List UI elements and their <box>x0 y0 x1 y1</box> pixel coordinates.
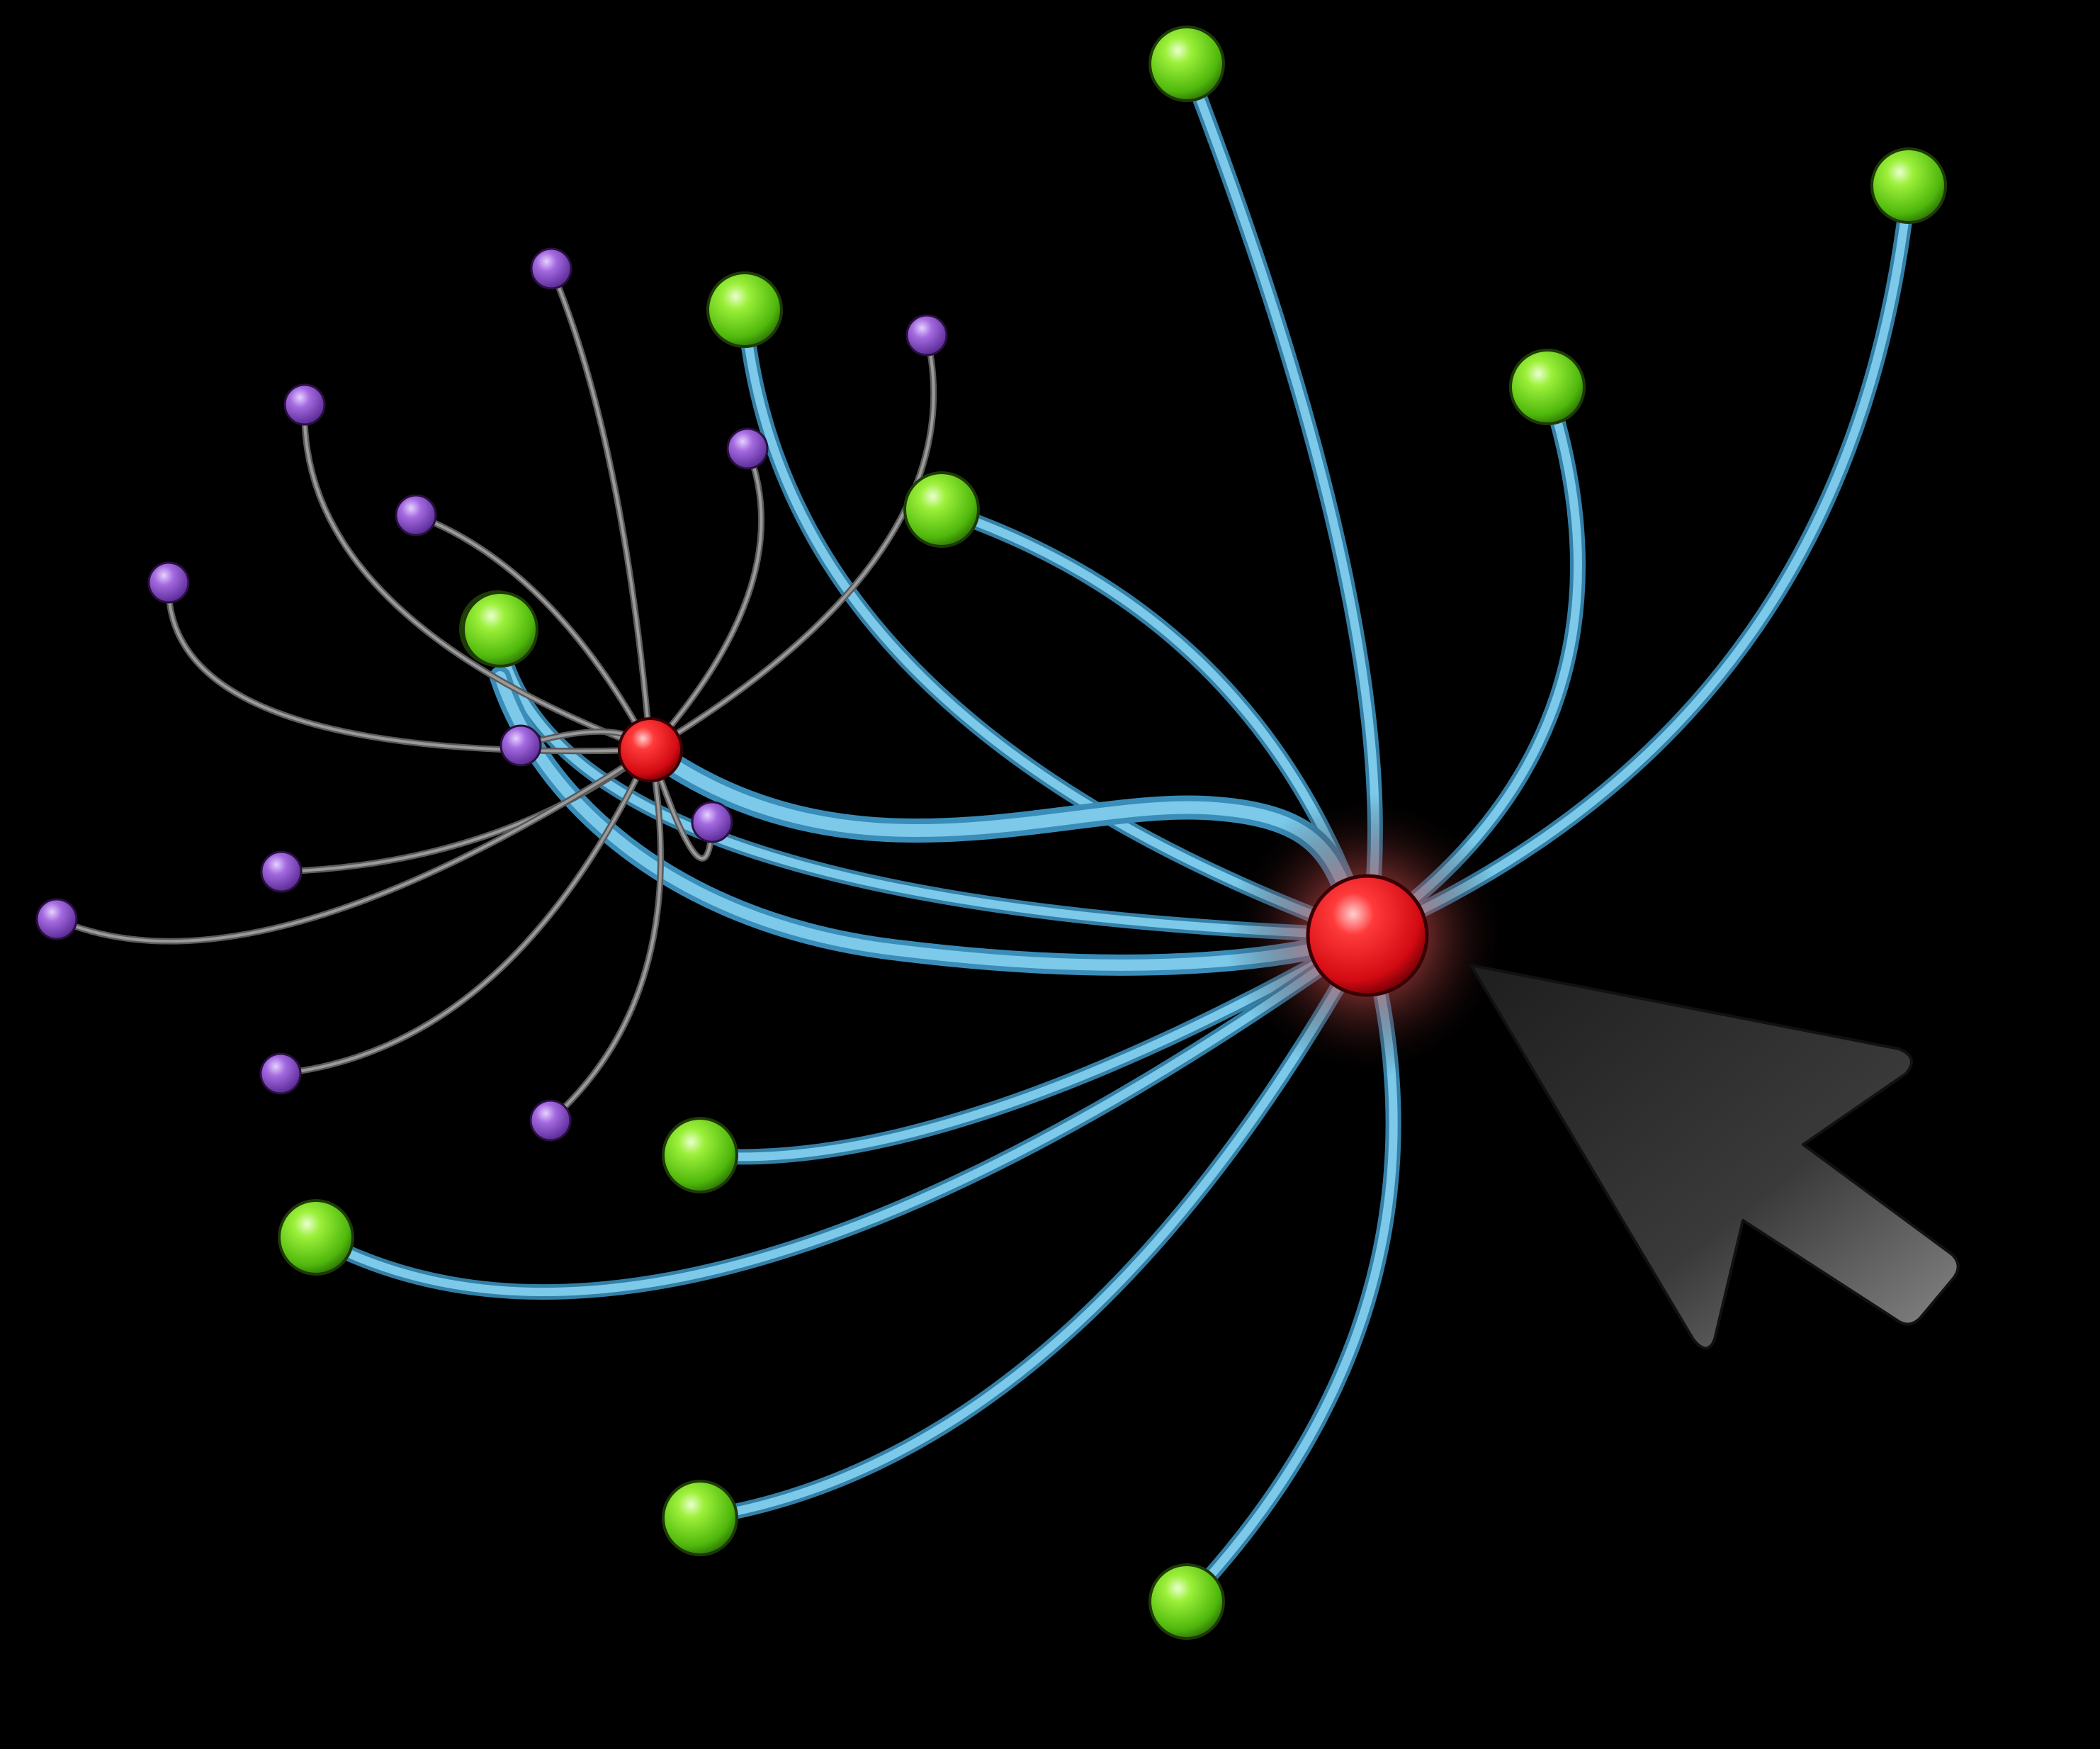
blue-edge-highlight <box>696 931 1372 1522</box>
purple-node[interactable] <box>530 247 572 290</box>
purple-node[interactable] <box>905 314 948 356</box>
gray-edge <box>165 579 654 755</box>
gray-edge <box>647 332 937 753</box>
blue-edge-highlight <box>312 931 1372 1297</box>
secondary-hub[interactable] <box>618 717 683 782</box>
green-node[interactable] <box>462 591 538 668</box>
gray-edge-highlight <box>550 267 652 751</box>
green-node[interactable] <box>662 1480 738 1556</box>
arrow-cursor-icon <box>1469 964 1960 1350</box>
selected-hub[interactable] <box>1306 874 1429 997</box>
green-node[interactable] <box>1148 26 1225 102</box>
green-node[interactable] <box>1870 147 1947 224</box>
gray-edge-highlight <box>549 748 662 1122</box>
purple-node[interactable] <box>726 427 769 470</box>
blue-edge-highlight <box>740 305 1372 940</box>
gray-edge <box>301 401 654 753</box>
gray-edge-highlight <box>649 334 935 751</box>
gray-edge-highlight <box>166 581 652 753</box>
gray-edge-highlight <box>279 748 652 1075</box>
purple-node[interactable] <box>691 801 733 843</box>
green-node[interactable] <box>278 1199 354 1276</box>
green-node[interactable] <box>1509 349 1586 425</box>
green-node[interactable] <box>662 1117 738 1193</box>
purple-node[interactable] <box>35 898 78 940</box>
green-node[interactable] <box>903 471 980 548</box>
blue-edge-highlight <box>1363 181 1913 940</box>
blue-edge-highlight <box>493 624 1372 940</box>
purple-node[interactable] <box>147 561 190 604</box>
gray-edge <box>647 445 765 753</box>
gray-edge-highlight <box>414 514 652 751</box>
purple-node[interactable] <box>283 383 326 426</box>
purple-node[interactable] <box>529 1099 572 1142</box>
gray-edge-highlight <box>303 403 652 751</box>
green-node[interactable] <box>706 271 783 348</box>
purple-node[interactable] <box>260 850 303 893</box>
gray-edge <box>548 265 654 753</box>
gray-edge-highlight <box>649 748 713 860</box>
gray-edge-highlight <box>55 748 652 943</box>
gray-edge-highlight <box>649 447 763 751</box>
purple-node[interactable] <box>499 724 542 767</box>
purple-node[interactable] <box>259 1052 302 1095</box>
green-node[interactable] <box>1148 1563 1225 1640</box>
purple-node[interactable] <box>395 494 437 536</box>
